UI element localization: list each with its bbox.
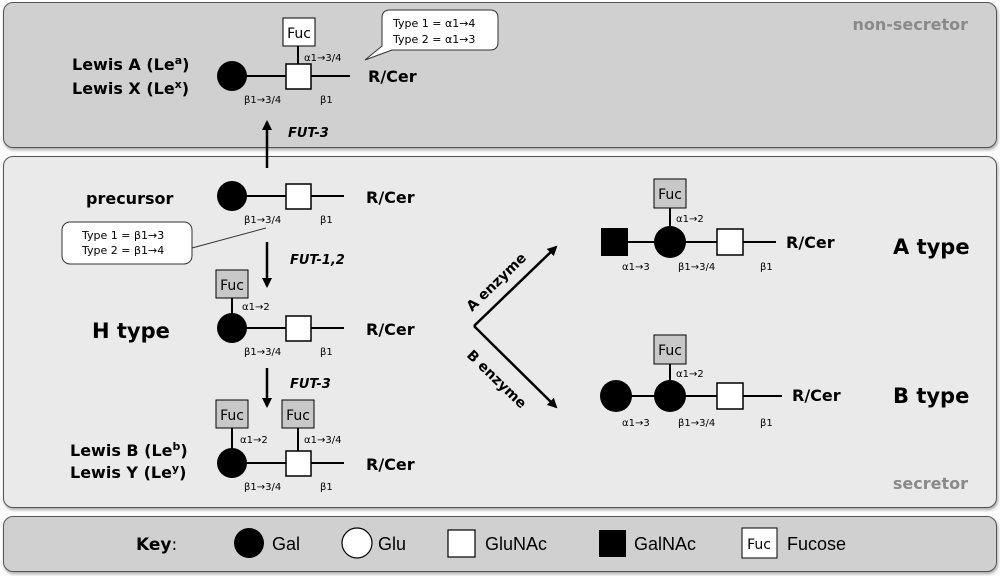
bond-label: β1→3/4 (678, 418, 715, 429)
arrow-a-enzyme (473, 245, 558, 327)
bond-label: α1→3/4 (304, 435, 341, 446)
bond-label: β1 (320, 215, 333, 226)
callout-text: Type 2 = α1→3 (392, 33, 475, 46)
fucose-icon (741, 527, 778, 559)
b-enzyme-label: B enzyme (463, 347, 529, 412)
fuc-symbol-label: Fuc (286, 408, 310, 424)
bond-label: β1→3/4 (244, 95, 281, 106)
glu-icon (341, 527, 373, 559)
gal-icon (234, 528, 264, 558)
h-type-structure: H type Fuc α1→2 β1→3/4 β1 R/Cer (92, 269, 415, 358)
fuc-symbol-label: Fuc (658, 187, 682, 203)
legend-fucose-label: Fucose (787, 534, 846, 554)
non-secretor-panel (3, 2, 997, 148)
fut3-enzyme-label: FUT-3 (290, 377, 331, 392)
gal-icon (600, 380, 632, 412)
h-type-label: H type (92, 319, 170, 343)
gal-icon (654, 226, 686, 258)
fucose-icon (653, 334, 687, 365)
glunac-icon (447, 529, 476, 558)
bond-label: α1→3 (622, 418, 650, 429)
aglycone-label: R/Cer (366, 455, 415, 474)
gal-icon (217, 61, 247, 91)
legend: Key: Gal Glu GluNAc GalNAc Fuc Fucose (136, 527, 846, 559)
precursor-structure: precursor β1→3/4 β1 R/Cer Type 1 = β1→3 … (61, 181, 415, 265)
galnac-icon (599, 530, 626, 557)
bond-label: β1 (760, 418, 773, 429)
bond-label: α1→2 (676, 214, 704, 225)
bond-label: β1→3/4 (244, 347, 281, 358)
bond-label: α1→2 (676, 369, 704, 380)
aglycone-label: R/Cer (366, 188, 415, 207)
lewis-ax-structure: Lewis A (Lea) Lewis X (Lex) Fuc α1→3/4 β… (72, 9, 499, 106)
bond-label: β1 (760, 262, 773, 273)
galnac-icon (601, 228, 628, 256)
bond-label: β1 (320, 347, 333, 358)
fuc-symbol-label: Fuc (747, 537, 771, 553)
fucose-icon (281, 399, 315, 429)
b-type-structure: Fuc α1→2 α1→3 β1→3/4 β1 R/Cer B type (600, 334, 969, 429)
legend-galnac-label: GalNAc (634, 534, 696, 554)
bond-label: α1→2 (242, 302, 270, 313)
key-title: Key: (136, 535, 177, 555)
glunac-icon (285, 63, 312, 90)
legend-gal-label: Gal (272, 534, 300, 554)
fuc-symbol-label: Fuc (220, 408, 244, 424)
aglycone-label: R/Cer (786, 233, 835, 252)
gal-icon (654, 380, 686, 412)
bond-label: α1→3/4 (304, 53, 341, 64)
key-panel (3, 516, 997, 572)
aglycone-label: R/Cer (366, 320, 415, 339)
callout-text: Type 1 = β1→3 (81, 229, 164, 242)
glunac-icon (285, 450, 312, 477)
callout-pointer (191, 227, 267, 249)
a-type-label: A type (893, 235, 970, 259)
fucose-icon (653, 178, 687, 209)
glunac-icon (285, 183, 312, 210)
fucose-icon (215, 399, 249, 429)
callout-text: Type 2 = β1→4 (81, 244, 164, 257)
callout-text: Type 1 = α1→4 (392, 17, 475, 30)
lewis-b-label: Lewis B (Leb) (70, 440, 188, 460)
glunac-icon (716, 382, 744, 410)
non-secretor-label: non-secretor (852, 15, 968, 34)
bond-label: α1→3 (622, 262, 650, 273)
linkage-callout (61, 221, 193, 265)
bond-label: β1→3/4 (244, 482, 281, 493)
a-type-structure: Fuc α1→2 α1→3 β1→3/4 β1 R/Cer A type (601, 178, 970, 273)
aglycone-label: R/Cer (368, 67, 417, 86)
precursor-label: precursor (86, 189, 173, 208)
gal-icon (217, 448, 247, 478)
fuc-symbol-label: Fuc (658, 343, 682, 359)
linkage-callout (364, 9, 499, 61)
bond-label: β1 (320, 95, 333, 106)
secretor-panel (3, 156, 997, 508)
legend-glu-label: Glu (378, 534, 406, 554)
arrow-b-enzyme (473, 325, 558, 409)
lewis-a-label: Lewis A (Lea) (72, 54, 189, 74)
glunac-icon (285, 315, 312, 342)
fuc-symbol-label: Fuc (220, 278, 244, 294)
fuc-symbol-label: Fuc (287, 26, 311, 42)
gal-icon (217, 313, 247, 343)
b-type-label: B type (893, 384, 969, 408)
gal-icon (217, 181, 247, 211)
bond-label: β1 (320, 482, 333, 493)
fucose-icon (282, 17, 316, 47)
legend-glunac-label: GluNAc (485, 534, 547, 554)
fut12-enzyme-label: FUT-1,2 (290, 253, 345, 268)
lewis-x-label: Lewis X (Lex) (72, 78, 189, 98)
bond-label: β1→3/4 (244, 215, 281, 226)
bond-label: α1→2 (240, 435, 268, 446)
aglycone-label: R/Cer (792, 386, 841, 405)
secretor-label: secretor (893, 474, 968, 493)
lewis-y-label: Lewis Y (Ley) (70, 462, 186, 482)
bond-label: β1→3/4 (678, 262, 715, 273)
lewis-by-structure: Lewis B (Leb) Lewis Y (Ley) Fuc Fuc α1→2… (70, 399, 415, 493)
fut3-enzyme-label: FUT-3 (288, 126, 329, 141)
fucose-icon (215, 269, 249, 299)
glunac-icon (716, 228, 744, 256)
